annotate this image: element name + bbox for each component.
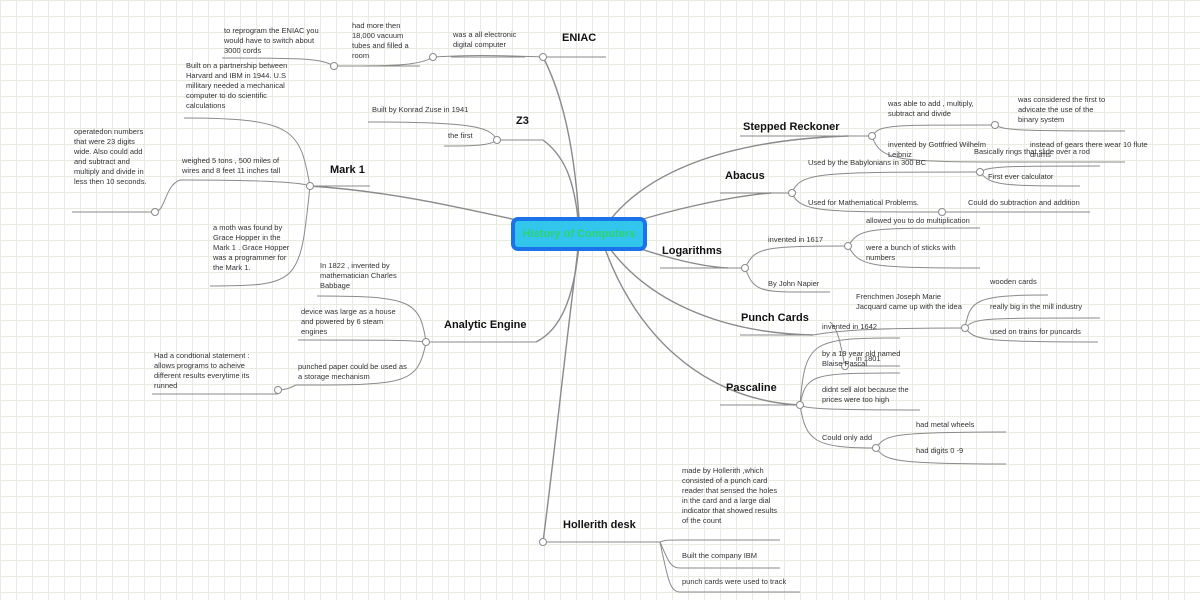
note-mark1-weight[interactable]: weighed 5 tons , 500 miles of wires and …	[182, 156, 281, 175]
link-stepped	[599, 135, 849, 235]
note-pascaline-metal-wheels[interactable]: had metal wheels	[916, 420, 975, 429]
note-abacus-subtraction[interactable]: Could do subtraction and addition	[968, 198, 1080, 207]
topic-abacus[interactable]: Abacus	[725, 170, 765, 182]
note-stepped-operations[interactable]: was able to add , multiply, subtract and…	[888, 99, 974, 118]
note-punchcards-jacquard[interactable]: Frenchmen Joseph Marie Jacquard came up …	[856, 292, 962, 311]
note-abacus-first-calculator[interactable]: First ever calculator	[988, 172, 1054, 181]
note-analytic-punched-paper[interactable]: punched paper could be used as a storage…	[298, 362, 407, 381]
link-eniac	[542, 56, 581, 235]
topic-pascaline[interactable]: Pascaline	[726, 382, 777, 394]
note-hollerith-track[interactable]: punch cards were used to track	[682, 577, 787, 586]
note-abacus-babylonians[interactable]: Used by the Babylonians in 300 BC	[808, 158, 926, 167]
note-pascaline-blaise-pascal[interactable]: by a 19 year old named Blaise Pascal	[822, 349, 901, 368]
note-pascaline-prices[interactable]: didnt sell alot because the prices were …	[822, 385, 909, 404]
note-pascaline-digits[interactable]: had digits 0 -9	[916, 446, 964, 455]
central-topic[interactable]: History of Computers	[511, 217, 647, 251]
topic-punch-cards[interactable]: Punch Cards	[741, 312, 809, 324]
note-punchcards-mill[interactable]: really big in the mill industry	[990, 302, 1083, 311]
topic-mark1[interactable]: Mark 1	[330, 164, 365, 176]
link-pascaline	[599, 233, 801, 406]
note-stepped-binary[interactable]: was considered the first to advicate the…	[1018, 95, 1106, 124]
note-logarithms-1617[interactable]: invented in 1617	[768, 235, 824, 244]
note-logarithms-sticks[interactable]: were a bunch of sticks with numbers	[866, 243, 956, 262]
note-punchcards-trains[interactable]: used on trains for puncards	[990, 327, 1081, 336]
topic-logarithms[interactable]: Logarithms	[662, 245, 722, 257]
note-punchcards-wooden[interactable]: wooden cards	[990, 277, 1037, 286]
note-mark1-digits[interactable]: operatedon numbers that were 23 digits w…	[74, 127, 147, 186]
note-analytic-conditional[interactable]: Had a condtional statement : allows prog…	[154, 351, 250, 390]
link-punchcards	[599, 233, 814, 336]
topic-analytic-engine[interactable]: Analytic Engine	[444, 319, 527, 331]
note-pascaline-1642[interactable]: invented in 1642	[822, 322, 878, 331]
note-hollerith-card-reader[interactable]: made by Hollerith ,which consisted of a …	[682, 466, 778, 525]
note-stepped-flute-drums[interactable]: instead of gears there wear 10 flute dru…	[1030, 140, 1148, 159]
note-abacus-math-problems[interactable]: Used for Mathematical Problems.	[808, 198, 919, 207]
note-eniac-reprogram[interactable]: to reprogram the ENIAC you would have to…	[224, 26, 319, 55]
note-mark1-moth[interactable]: a moth was found by Grace Hopper in the …	[213, 223, 290, 272]
note-analytic-babbage[interactable]: In 1822 , invented by mathematician Char…	[320, 261, 397, 290]
note-pascaline-only-add[interactable]: Could only add	[822, 433, 873, 442]
note-mark1-partnership[interactable]: Built on a partnership between Harvard a…	[186, 61, 288, 110]
note-logarithms-napier[interactable]: By John Napier	[768, 279, 820, 288]
note-hollerith-ibm[interactable]: Built the company IBM	[682, 551, 758, 560]
note-z3-konrad-zuse[interactable]: Built by Konrad Zuse in 1941	[372, 105, 469, 114]
note-z3-first[interactable]: the first	[448, 131, 473, 140]
topic-hollerith-desk[interactable]: Hollerith desk	[563, 519, 636, 531]
note-analytic-steam-engines[interactable]: device was large as a house and powered …	[301, 307, 396, 336]
note-stepped-leibniz[interactable]: invented by Gottfried Wilhelm Leibniz	[888, 140, 986, 159]
note-logarithms-multiplication[interactable]: allowed you to do multiplication	[866, 216, 970, 225]
note-punchcards-1801[interactable]: in 1801	[856, 354, 881, 363]
topic-eniac[interactable]: ENIAC	[562, 32, 597, 44]
note-eniac-vacuum-tubes[interactable]: had more then 18,000 vacuum tubes and fi…	[352, 21, 409, 60]
topic-stepped-reckoner[interactable]: Stepped Reckoner	[743, 121, 840, 133]
topic-z3[interactable]: Z3	[516, 115, 529, 127]
note-eniac-electronic[interactable]: was a all electronic digital computer	[453, 30, 517, 49]
note-abacus-rings[interactable]: Basically rings that slide over a rod	[974, 147, 1090, 156]
link-hollerith	[542, 233, 581, 543]
